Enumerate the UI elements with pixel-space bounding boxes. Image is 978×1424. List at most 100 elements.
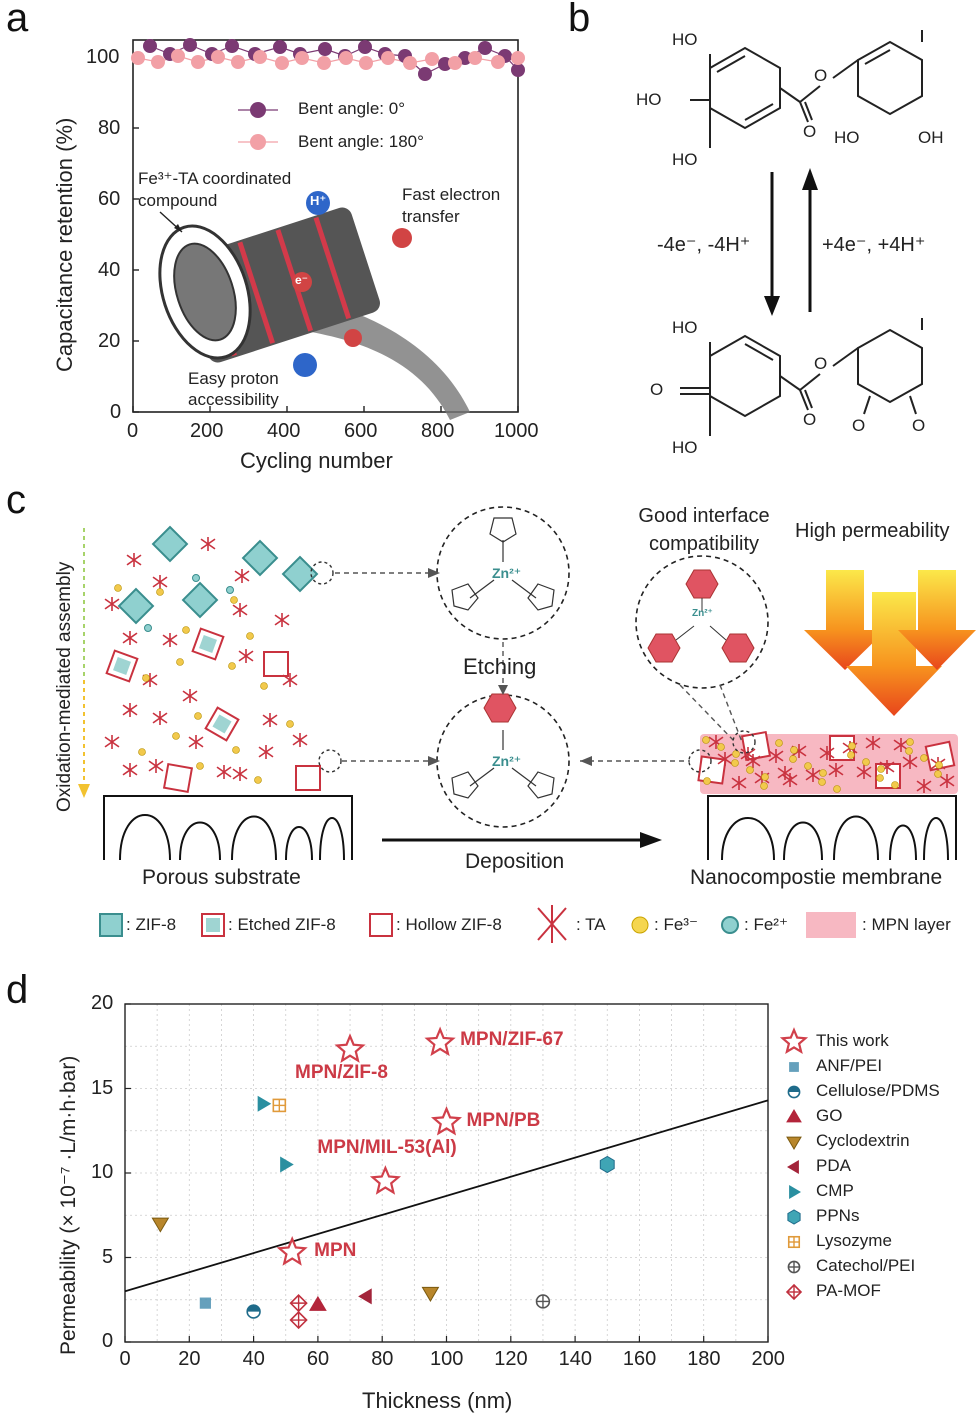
series-bent-180-point: [211, 50, 225, 64]
fe-ion: [246, 632, 254, 640]
data-point: [535, 1294, 551, 1309]
c-membrane-label: Nanocompostie membrane: [690, 866, 943, 889]
fe-ion: [746, 766, 754, 774]
fe-ion: [833, 785, 841, 793]
a-xtick: 400: [267, 420, 301, 442]
fe-ion: [760, 782, 768, 790]
y-tick-label: 15: [91, 1076, 114, 1099]
series-bent-0-point: [273, 40, 287, 54]
panel-label-d: d: [6, 968, 29, 1012]
fe-ion: [862, 758, 870, 766]
fe-ion: [182, 626, 190, 634]
x-tick-label: 100: [430, 1348, 464, 1370]
legend-marker-bent-0: [250, 102, 266, 118]
fe-ion: [194, 712, 202, 720]
series-go: [309, 1295, 327, 1311]
cnt-illustration: [158, 191, 470, 420]
a-xtick: 200: [190, 420, 224, 442]
data-point: [257, 1095, 272, 1112]
ta-molecule: [188, 735, 204, 749]
data-point: [369, 1165, 402, 1195]
fe-ion: [876, 774, 884, 782]
data-point: [272, 1098, 287, 1113]
flow-arrow-3: [898, 570, 976, 670]
c-etching-label: Etching: [463, 654, 537, 679]
ta-molecule: [717, 752, 733, 766]
a-ytick: 20: [98, 330, 121, 352]
legend-marker: [786, 1136, 802, 1150]
ta-molecule: [274, 613, 290, 627]
a-ytick: 0: [110, 401, 122, 423]
d-xlabel: Thickness (nm): [362, 1388, 513, 1413]
data-point: [289, 1310, 308, 1330]
c-legend-ta: : TA: [576, 915, 606, 934]
x-tick-label: 160: [622, 1348, 657, 1370]
ta-molecule: [262, 713, 278, 727]
ta-molecule: [122, 631, 138, 645]
hollow-zif-particle: [263, 651, 289, 677]
ta-molecule: [893, 738, 909, 752]
hollow-zif-particle: [295, 765, 321, 791]
b-reduction-label: +4e⁻, +4H⁺: [822, 234, 926, 256]
legend-label: Cyclodextrin: [816, 1131, 910, 1150]
flow-arrow-2: [846, 592, 942, 716]
ta-molecule: [805, 768, 821, 782]
panel-label-c: c: [6, 478, 26, 522]
legend-label: PA-MOF: [816, 1281, 881, 1300]
x-tick-label: 140: [558, 1348, 592, 1370]
a-annotation-proton: Easy proton accessibility: [188, 369, 279, 409]
series-cellulose-pdms: [246, 1304, 261, 1319]
c-zn-label-interface: Zn²⁺: [692, 608, 713, 619]
series-bent-0-point: [478, 41, 492, 55]
d-ylabel: Permeability (× 10⁻⁷ ·L/m·h·bar): [57, 1055, 80, 1355]
a-xtick: 600: [344, 420, 378, 442]
fe-ion: [804, 762, 812, 770]
a-ytick: 60: [98, 188, 121, 210]
ta-molecule: [865, 736, 881, 750]
legend-marker: [787, 1260, 801, 1274]
fe-ion: [176, 658, 184, 666]
series-bent-180-point: [151, 55, 165, 69]
fe-ion: [142, 674, 150, 682]
fe-ion: [114, 584, 122, 592]
fe-ion: [761, 773, 769, 781]
legend-label: Cellulose/PDMS: [816, 1081, 940, 1100]
c-zn-label-bottom: Zn²⁺: [492, 753, 522, 769]
legend-label: ANF/PEI: [816, 1056, 883, 1075]
permeability-chart: [124, 1003, 809, 1343]
legend-label: CMP: [816, 1181, 854, 1200]
c-deposition-label: Deposition: [465, 850, 565, 873]
panel-label-b: b: [568, 0, 591, 40]
fe-ion: [732, 750, 740, 758]
fe-ion: [196, 762, 204, 770]
series-ppns: [599, 1155, 615, 1174]
a-xtick: 800: [421, 420, 455, 442]
legend-marker-bent-180: [250, 134, 266, 150]
ta-molecule: [216, 765, 232, 779]
series-bent-0-point: [511, 63, 525, 77]
point-label: MPN/PB: [466, 1110, 541, 1132]
fe2-ion: [226, 586, 234, 594]
legend-marker: [785, 1283, 803, 1301]
b-top-oh: OH: [918, 128, 944, 147]
data-point: [309, 1295, 327, 1311]
b-top-ho-3: HO: [672, 150, 698, 169]
series-pda: [358, 1288, 372, 1305]
series-this-work: [276, 1026, 463, 1266]
data-point: [421, 1286, 440, 1302]
fe-ion: [920, 754, 928, 762]
a-xtick: 0: [127, 420, 139, 442]
x-tick-label: 40: [242, 1348, 265, 1370]
ta-molecule: [200, 537, 216, 551]
ta-molecule: [148, 759, 164, 773]
flow-arrow-1: [804, 570, 886, 670]
fe-ion: [877, 765, 885, 773]
series-cyclodextrin: [151, 1217, 440, 1302]
series-bent-180-point: [359, 56, 373, 70]
a-xlabel: Cycling number: [240, 448, 393, 473]
fe-ion: [703, 777, 711, 785]
series-bent-180-point: [191, 55, 205, 69]
series-bent-180-point: [403, 56, 417, 70]
legend-marker: [789, 1185, 801, 1199]
ta-molecule: [122, 703, 138, 717]
